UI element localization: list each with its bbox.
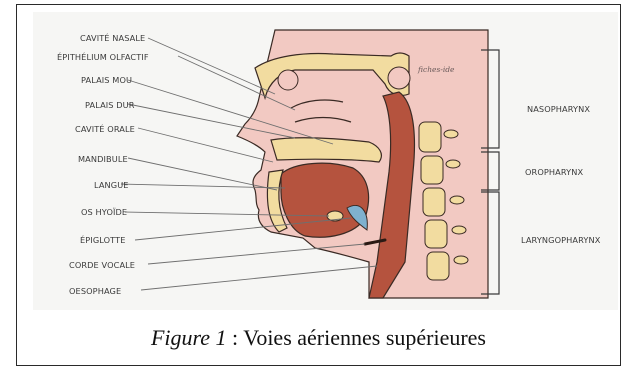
caption-separator: : (227, 325, 244, 350)
label-oropharynx: OROPHARYNX (525, 167, 583, 177)
label-palais-dur: PALAIS DUR (85, 100, 135, 110)
label-corde-vocale: CORDE VOCALE (69, 260, 135, 270)
sinus (278, 70, 298, 90)
label-laryngopharynx: LARYNGOPHARYNX (521, 235, 600, 245)
caption-text: Voies aériennes supérieures (243, 325, 486, 350)
label-cavite-nasale: CAVITÉ NASALE (80, 33, 145, 43)
label-cavite-orale: CAVITÉ ORALE (75, 124, 135, 134)
label-os-hyoide: OS HYOÏDE (81, 207, 127, 217)
label-epiglotte: ÉPIGLOTTE (80, 235, 126, 245)
tongue (281, 163, 369, 237)
figure-number: Figure 1 (151, 325, 227, 350)
label-epithelium-olfactif: ÉPITHÉLIUM OLFACTIF (57, 52, 149, 62)
label-oesophage: OESOPHAGE (69, 286, 121, 296)
sinus-2 (388, 67, 410, 89)
label-langue: LANGUE (94, 180, 129, 190)
watermark: fiches-ide (418, 65, 455, 74)
label-nasopharynx: NASOPHARYNX (527, 104, 590, 114)
figure-caption: Figure 1 : Voies aériennes supérieures (16, 325, 621, 351)
label-palais-mou: PALAIS MOU (81, 75, 132, 85)
label-mandibule: MANDIBULE (78, 154, 128, 164)
anatomy-figure: fiches-ide CAVITÉ NASALE ÉPITHÉLIUM OLFA… (33, 12, 618, 310)
